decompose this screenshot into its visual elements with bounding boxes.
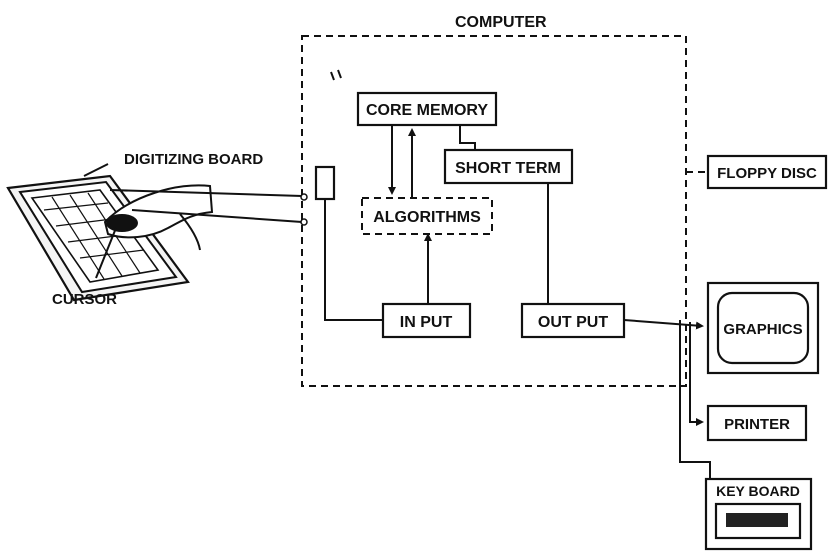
short-term-label: SHORT TERM	[455, 160, 561, 177]
computer-label: COMPUTER	[455, 14, 547, 31]
board-label-pointer	[84, 164, 108, 176]
graphics-label: GRAPHICS	[723, 321, 802, 338]
digitizing-board-label: DIGITIZING BOARD	[124, 151, 263, 168]
keyboard-keys-icon	[726, 513, 788, 527]
computer-frame	[302, 36, 686, 386]
keyboard-label: KEY BOARD	[716, 483, 800, 499]
input-port	[316, 167, 334, 199]
cursor-puck-icon	[106, 214, 138, 232]
output-connections	[624, 320, 710, 478]
tick-marks	[331, 70, 341, 80]
output-box: OUT PUT	[522, 304, 624, 337]
output-label: OUT PUT	[538, 314, 608, 331]
printer-label: PRINTER	[724, 416, 790, 433]
floppy-disc-box: FLOPPY DISC	[708, 156, 826, 188]
printer-box: PRINTER	[708, 406, 806, 440]
algorithms-box: ALGORITHMS	[362, 198, 492, 234]
input-box: IN PUT	[383, 304, 470, 337]
algorithms-label: ALGORITHMS	[373, 209, 481, 226]
short-term-box: SHORT TERM	[445, 150, 572, 183]
digitizing-board-illustration	[8, 176, 212, 300]
input-label: IN PUT	[400, 314, 453, 331]
core-memory-box: CORE MEMORY	[358, 93, 496, 125]
core-memory-label: CORE MEMORY	[366, 102, 488, 119]
cursor-label: CURSOR	[52, 291, 117, 308]
floppy-disc-label: FLOPPY DISC	[717, 165, 817, 182]
graphics-monitor: GRAPHICS	[708, 283, 818, 373]
keyboard-box: KEY BOARD	[706, 479, 811, 549]
